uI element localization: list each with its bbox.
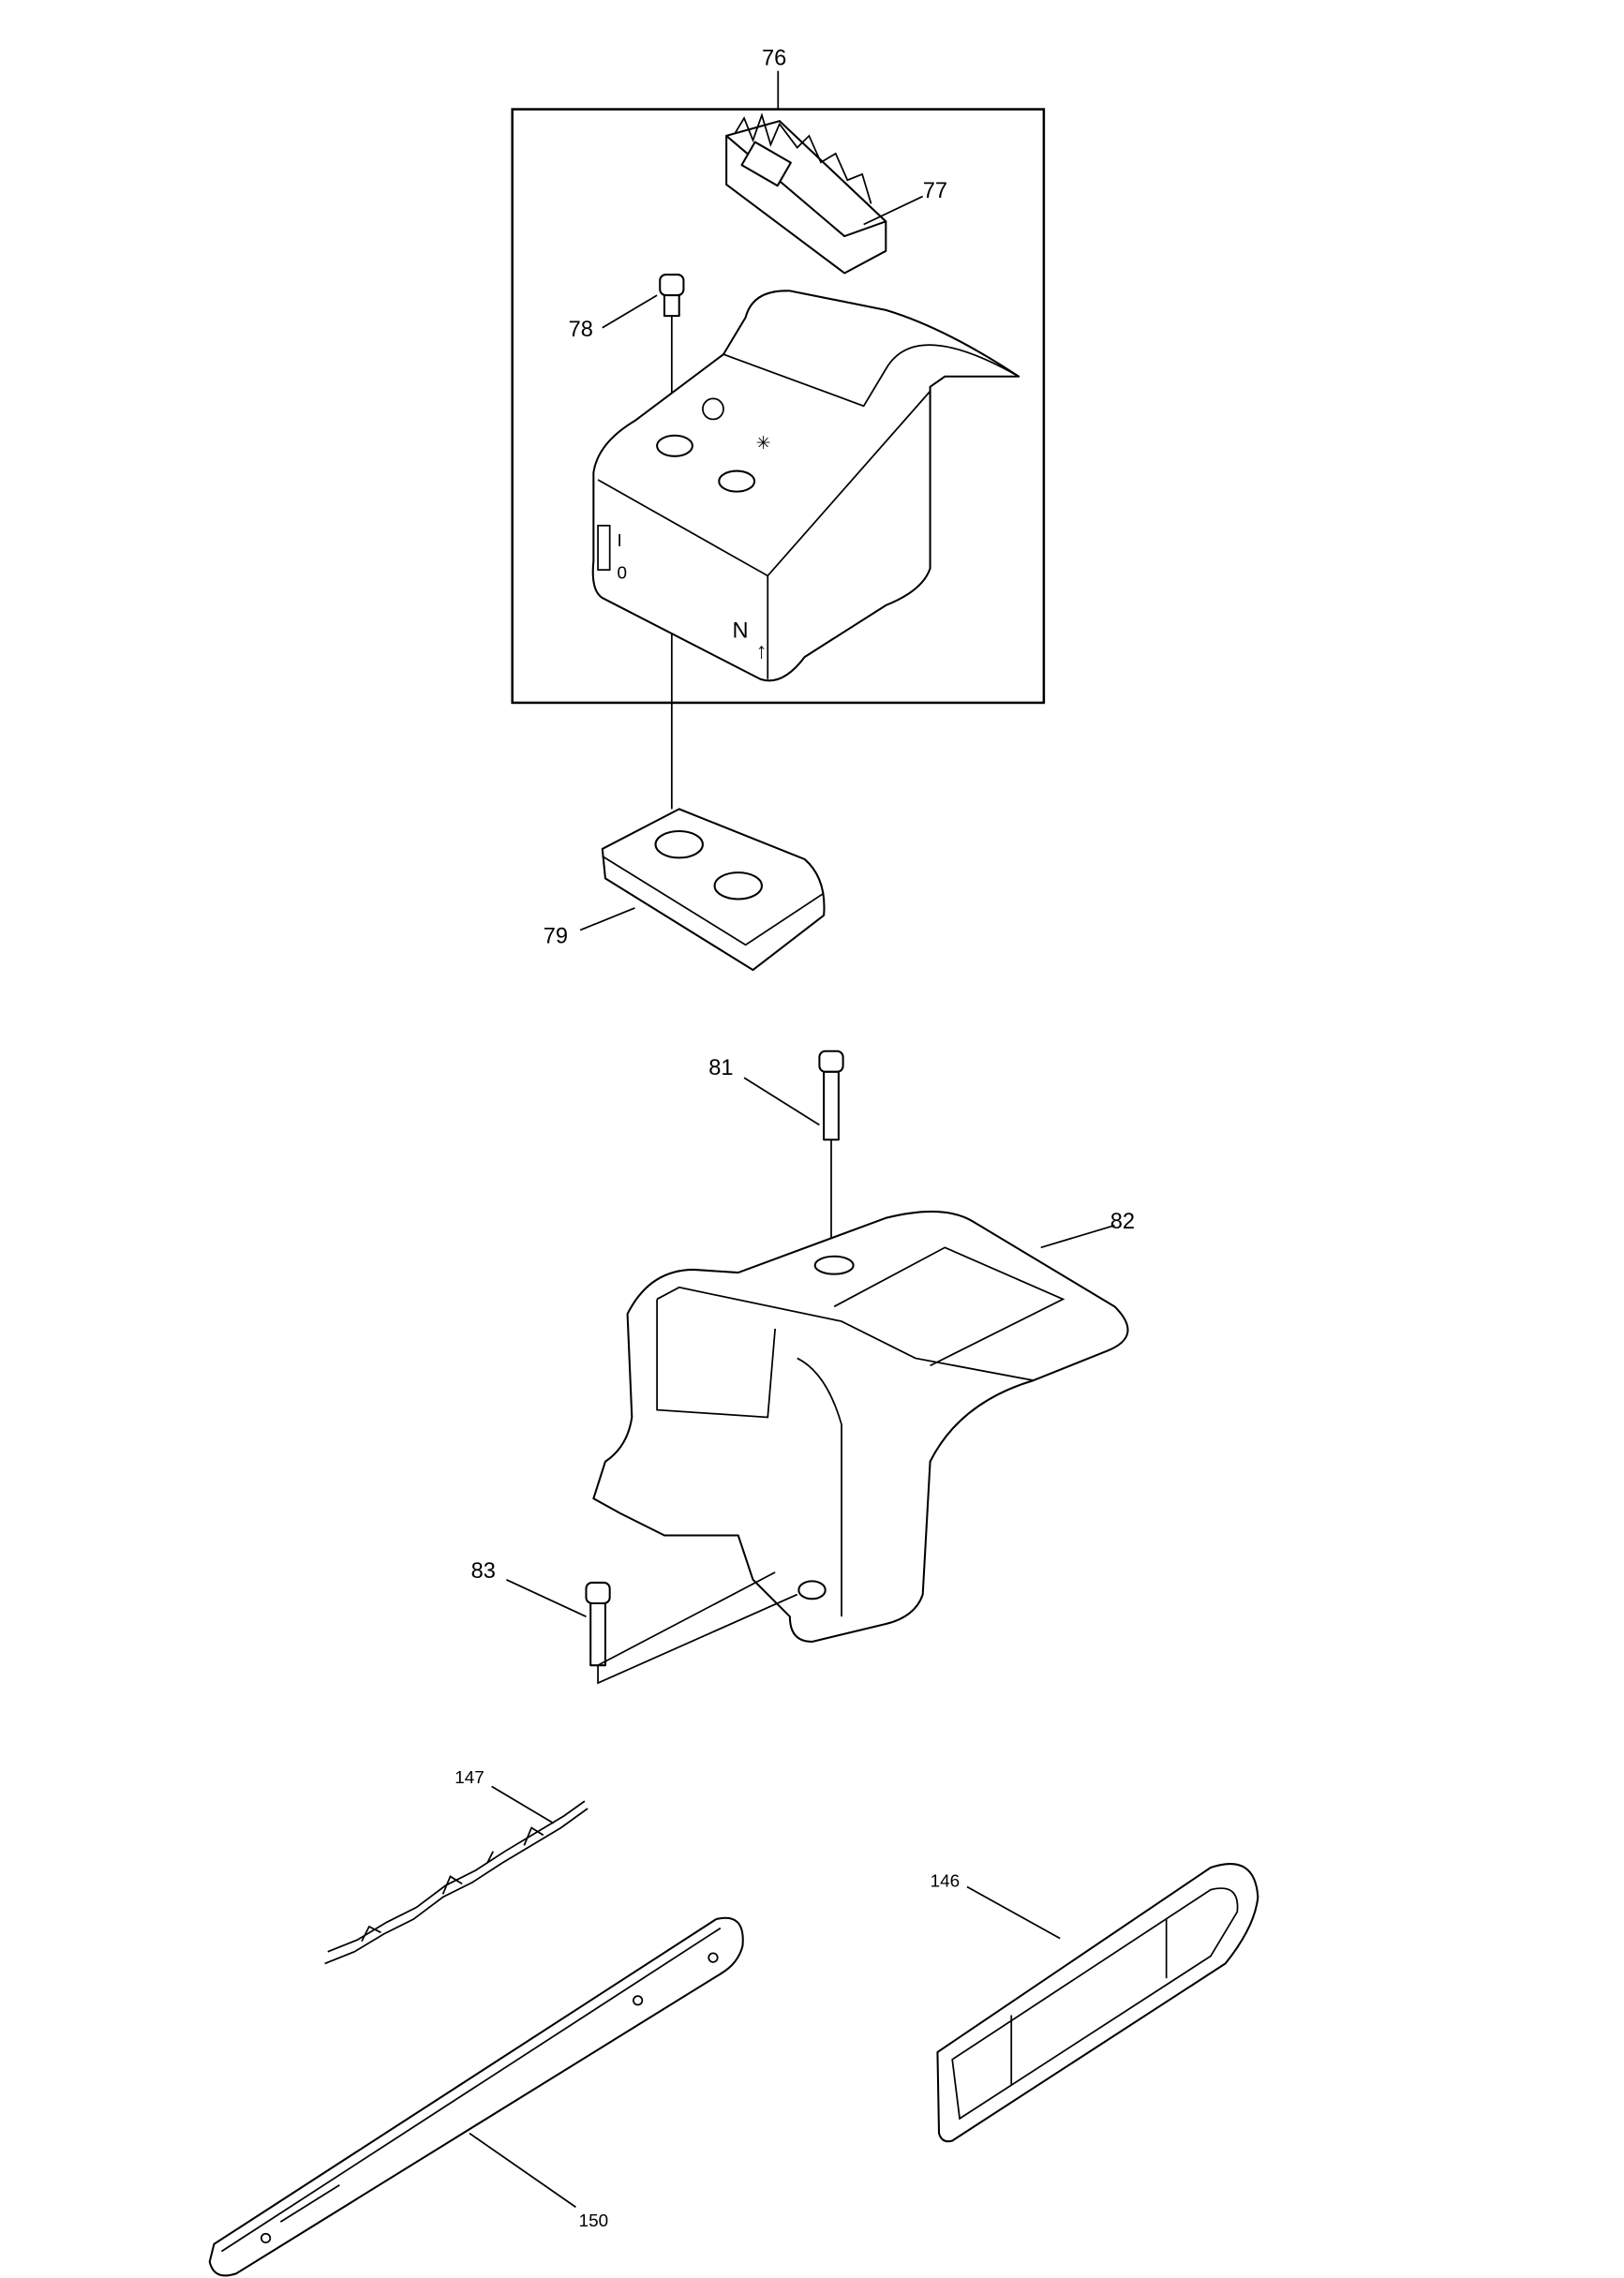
part-146-bar-cover bbox=[936, 1863, 1259, 2143]
north-marking: N bbox=[732, 619, 748, 644]
part-82-housing bbox=[592, 1210, 1129, 1643]
callout-146: 146 bbox=[931, 1871, 961, 1891]
part-79 bbox=[601, 808, 826, 972]
part-81-bolt bbox=[818, 1050, 844, 1141]
callout-147: 147 bbox=[454, 1768, 484, 1788]
callout-82: 82 bbox=[1110, 1210, 1135, 1234]
callout-77: 77 bbox=[923, 179, 947, 203]
callout-79: 79 bbox=[544, 925, 568, 949]
callout-150: 150 bbox=[579, 2211, 609, 2231]
switch-off-marking: 0 bbox=[618, 564, 628, 584]
svg-text:✳: ✳ bbox=[756, 434, 771, 454]
part-78 bbox=[659, 274, 685, 318]
part-147-chain bbox=[324, 1800, 589, 1965]
callout-83: 83 bbox=[471, 1559, 496, 1584]
callout-81: 81 bbox=[708, 1056, 733, 1080]
callout-78: 78 bbox=[569, 318, 593, 342]
part-150-guide-bar bbox=[208, 1916, 744, 2277]
part-83-screw bbox=[585, 1581, 611, 1667]
part-76-cover: ✳ I 0 N ↑ bbox=[591, 290, 1021, 682]
callout-76: 76 bbox=[762, 46, 786, 70]
part-77 bbox=[725, 112, 887, 275]
switch-on-marking: I bbox=[618, 531, 622, 551]
svg-text:↑: ↑ bbox=[756, 640, 767, 664]
